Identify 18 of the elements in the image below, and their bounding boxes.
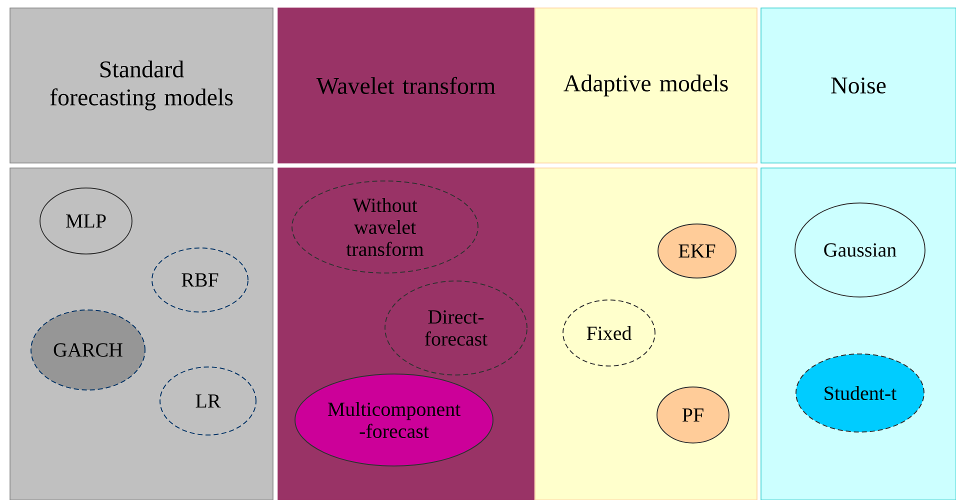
column-header: Standard forecasting models	[10, 8, 274, 164]
column-header: Noise	[760, 8, 956, 164]
ellipse-node: GARCH	[30, 310, 146, 390]
column-header: Wavelet transform	[278, 8, 534, 164]
ellipse-node: PF	[656, 386, 730, 444]
ellipse-node: Without wavelet transform	[292, 180, 478, 274]
ellipse-node: Fixed	[562, 300, 656, 366]
ellipse-node: RBF	[152, 248, 248, 312]
ellipse-node: Gaussian	[794, 202, 926, 298]
column-panel	[534, 168, 758, 500]
ellipse-node: Multicomponent -forecast	[294, 374, 494, 466]
column-header: Adaptive models	[534, 8, 758, 164]
ellipse-node: EKF	[658, 224, 736, 278]
ellipse-node: LR	[160, 366, 256, 436]
ellipse-node: Direct- forecast	[384, 280, 528, 376]
ellipse-node: Student-t	[796, 354, 924, 432]
ellipse-node: MLP	[40, 188, 132, 254]
column-panel	[10, 168, 274, 500]
